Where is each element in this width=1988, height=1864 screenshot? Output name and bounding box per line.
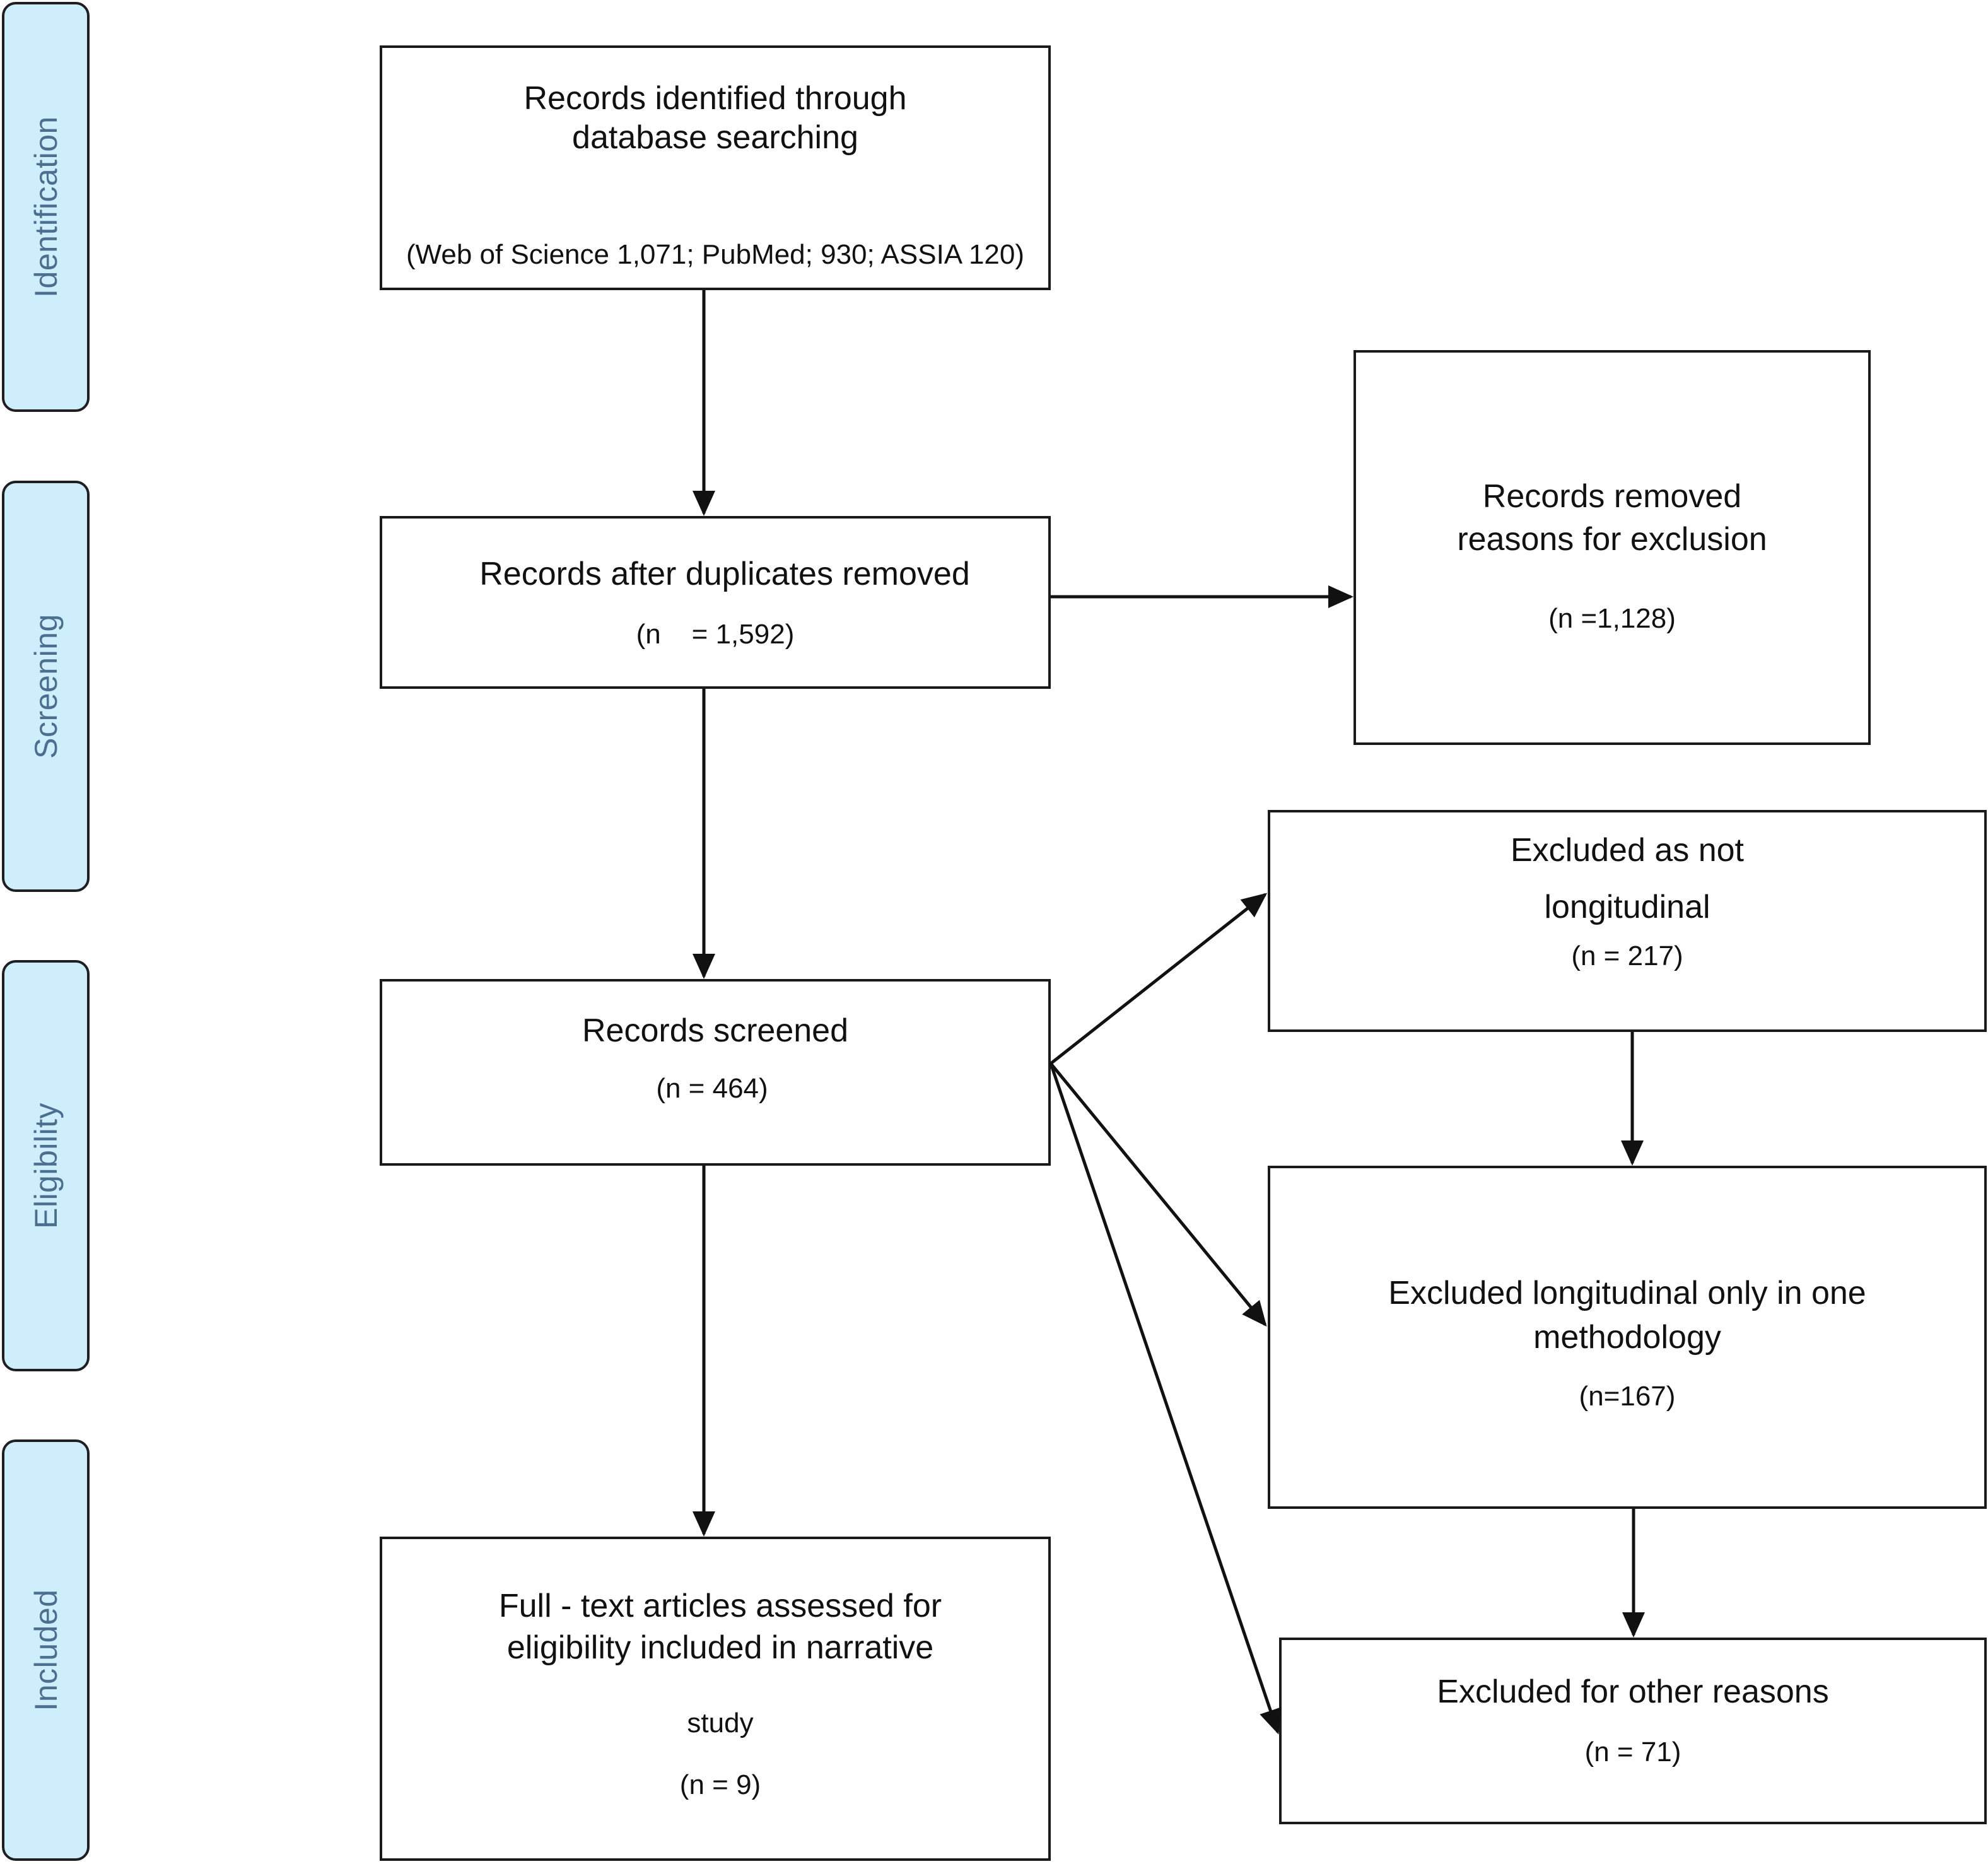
records-identified-line1: Records identified through	[523, 80, 907, 117]
records-removed-line2: reasons for exclusion	[1457, 521, 1767, 558]
one-methodology-line2: methodology	[1533, 1319, 1721, 1356]
phase-screening: Screening	[2, 481, 90, 892]
other-reasons-count: (n = 71)	[1584, 1737, 1681, 1767]
records-identified-detail: (Web of Science 1,071; PubMed; 930; ASSI…	[406, 239, 1025, 270]
other-reasons-title: Excluded for other reasons	[1437, 1673, 1829, 1710]
full-text-line2: eligibility included in narrative	[506, 1629, 934, 1666]
box-records-removed: Records removed reasons for exclusion (n…	[1354, 350, 1871, 745]
box-records-screened: Records screened (n = 464)	[380, 979, 1051, 1166]
after-duplicates-count: (n = 1,592)	[636, 619, 795, 650]
records-removed-line1: Records removed	[1482, 478, 1742, 515]
not-longitudinal-count: (n = 217)	[1571, 941, 1683, 971]
box-excluded-other-reasons: Excluded for other reasons (n = 71)	[1279, 1638, 1987, 1824]
box-records-identified: Records identified through database sear…	[380, 45, 1051, 290]
one-methodology-count: (n=167)	[1579, 1381, 1676, 1412]
arrow-screened-to-one-methodology	[1050, 1062, 1267, 1327]
full-text-line1: Full - text articles assessed for	[498, 1588, 942, 1624]
full-text-count: (n = 9)	[679, 1769, 761, 1800]
phase-identification: Identification	[2, 2, 90, 412]
records-identified-line2: database searching	[572, 119, 858, 156]
records-removed-count: (n =1,128)	[1548, 603, 1676, 634]
box-records-after-duplicates: Records after duplicates removed (n = 1,…	[380, 516, 1051, 689]
full-text-line3: study	[687, 1708, 754, 1738]
not-longitudinal-line1: Excluded as not	[1510, 832, 1745, 869]
box-full-text-articles: Full - text articles assessed for eligib…	[380, 1537, 1051, 1861]
phase-eligibility: Eligibility	[2, 960, 90, 1371]
records-screened-title: Records screened	[582, 1012, 848, 1049]
arrow-screened-to-other-reasons	[1049, 1063, 1282, 1735]
box-excluded-one-methodology: Excluded longitudinal only in one method…	[1268, 1166, 1987, 1509]
phase-included: Included	[2, 1439, 90, 1861]
records-screened-count: (n = 464)	[656, 1073, 768, 1104]
box-excluded-not-longitudinal: Excluded as not longitudinal (n = 217)	[1268, 810, 1987, 1032]
after-duplicates-title: Records after duplicates removed	[479, 556, 970, 592]
not-longitudinal-line2: longitudinal	[1544, 889, 1710, 925]
arrow-screened-to-not-longitudinal	[1050, 893, 1268, 1065]
one-methodology-line1: Excluded longitudinal only in one	[1388, 1275, 1866, 1311]
